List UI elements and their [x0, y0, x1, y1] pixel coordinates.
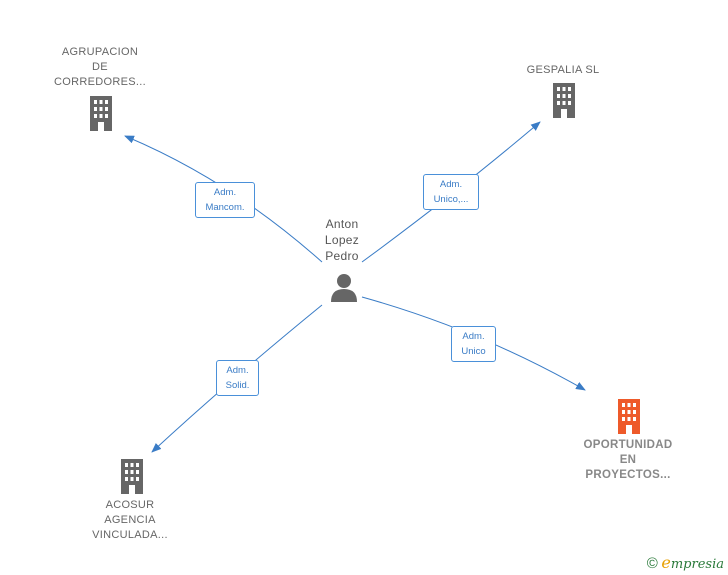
relation-label-mancom: Adm. Mancom. [195, 182, 255, 218]
person-icon[interactable] [328, 272, 360, 302]
building-icon[interactable] [549, 83, 579, 118]
company-label-gespalia[interactable]: GESPALIA SL [526, 64, 600, 76]
relation-label-solid: Adm. Solid. [216, 360, 259, 396]
relation-label-unico: Adm. Unico [451, 326, 496, 362]
company-label-oportunidad[interactable]: OPORTUNIDAD EN PROYECTOS... [583, 439, 673, 481]
brand-logo: empresia [661, 553, 724, 572]
company-label-agrupacion[interactable]: AGRUPACION DE CORREDORES... [54, 46, 146, 88]
person-label[interactable]: Anton Lopez Pedro [324, 217, 360, 263]
building-icon[interactable] [614, 399, 644, 434]
brand-watermark: © empresia [647, 553, 724, 572]
building-icon[interactable] [117, 459, 147, 494]
company-label-acosur[interactable]: ACOSUR AGENCIA VINCULADA... [92, 499, 168, 541]
copyright-icon: © [646, 555, 658, 572]
relation-label-unico-ellipsis: Adm. Unico,... [423, 174, 479, 210]
building-icon[interactable] [86, 96, 116, 131]
